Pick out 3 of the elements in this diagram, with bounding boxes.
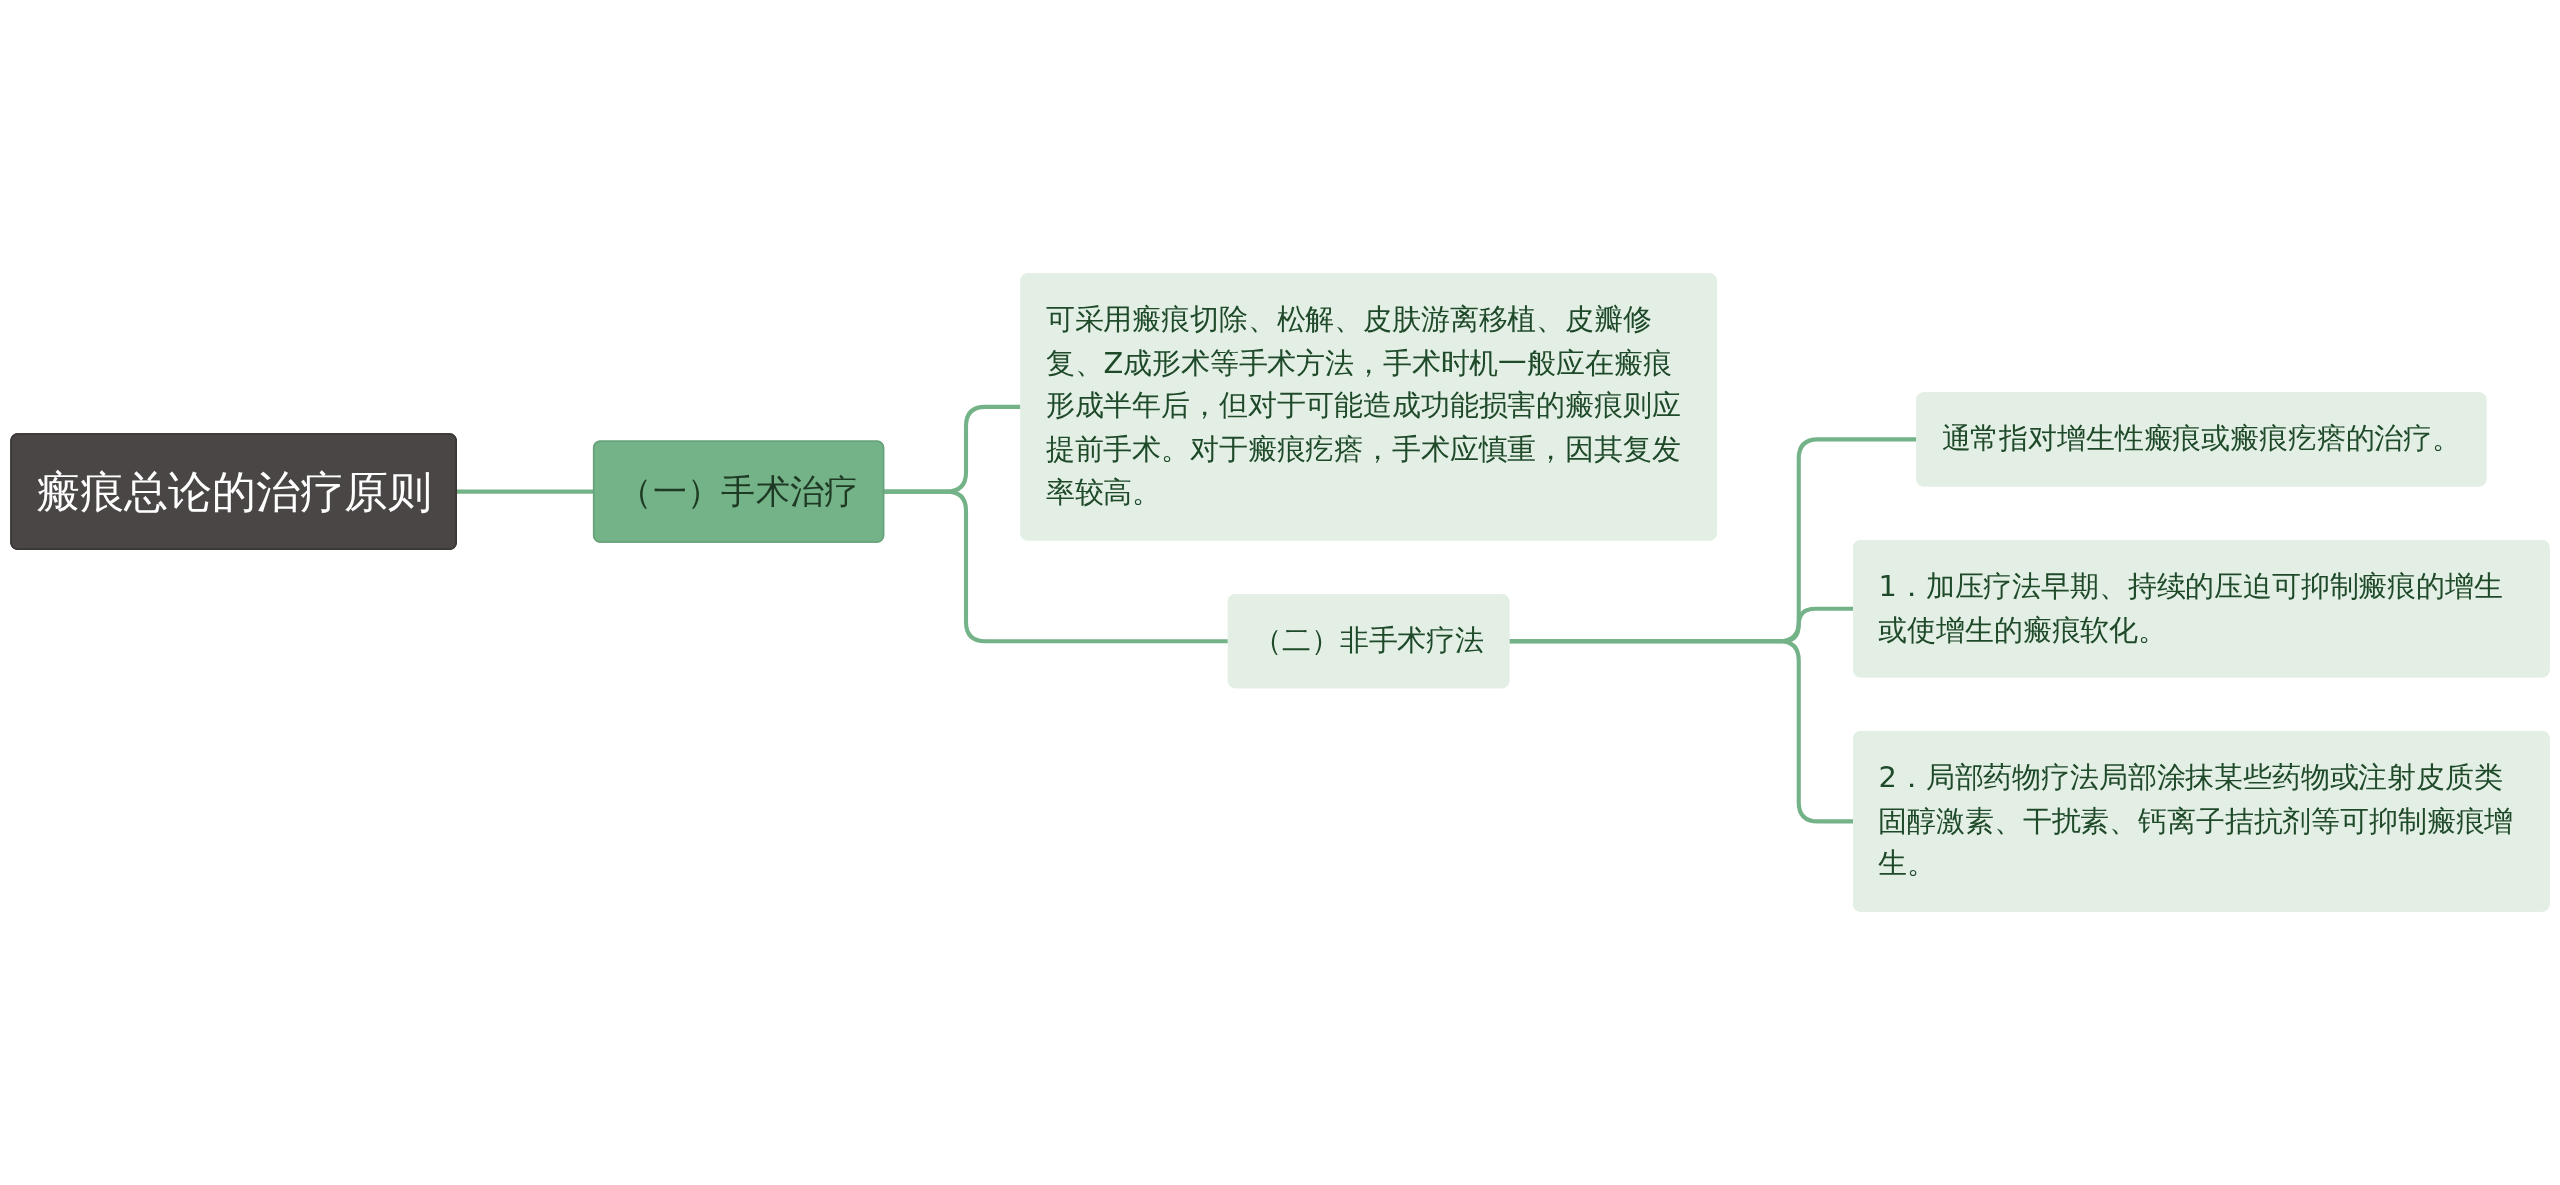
connector <box>1508 639 1854 824</box>
connector <box>456 489 594 494</box>
connector <box>883 489 1229 644</box>
